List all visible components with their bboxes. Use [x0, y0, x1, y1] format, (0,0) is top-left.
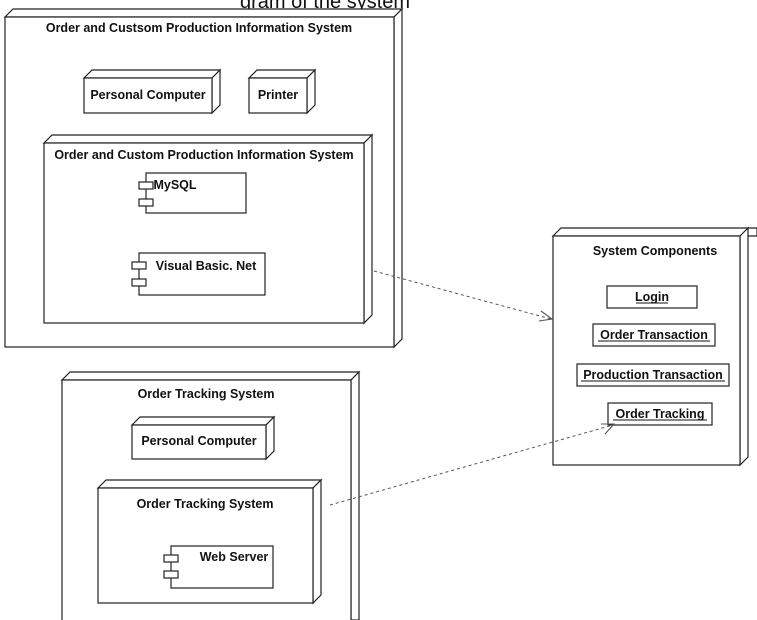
component-label: Order Tracking [616, 407, 705, 421]
node-label: Personal Computer [90, 88, 205, 102]
node-label: Order Tracking System [137, 497, 274, 511]
node-printer: Printer [247, 68, 317, 115]
dependency-arrow-1 [373, 270, 554, 322]
component-visual-basic: Visual Basic. Net [131, 252, 266, 296]
node-label: Order and Custsom Production Information… [46, 21, 352, 35]
node-personal-computer-1: Personal Computer [82, 68, 222, 115]
component-label: MySQL [153, 178, 196, 192]
node-label: Personal Computer [141, 434, 256, 448]
node-system-components: System Components [551, 226, 757, 467]
node-label: System Components [593, 244, 717, 258]
component-login: Login [606, 285, 698, 309]
component-label: Order Transaction [600, 328, 708, 342]
component-production-transaction: Production Transaction [576, 363, 730, 387]
component-label: Visual Basic. Net [156, 259, 257, 273]
component-mysql: MySQL [138, 172, 247, 214]
component-web-server: Web Server [163, 545, 274, 589]
component-label: Login [635, 290, 669, 304]
node-personal-computer-2: Personal Computer [130, 415, 276, 461]
dependency-arrow-2 [329, 423, 616, 506]
node-label: Order Tracking System [138, 387, 275, 401]
node-label: Order and Custom Production Information … [54, 148, 353, 162]
component-order-tracking: Order Tracking [607, 402, 713, 426]
component-label: Production Transaction [583, 368, 723, 382]
component-label: Web Server [200, 550, 269, 564]
component-order-transaction: Order Transaction [592, 323, 716, 347]
node-label: Printer [258, 88, 298, 102]
